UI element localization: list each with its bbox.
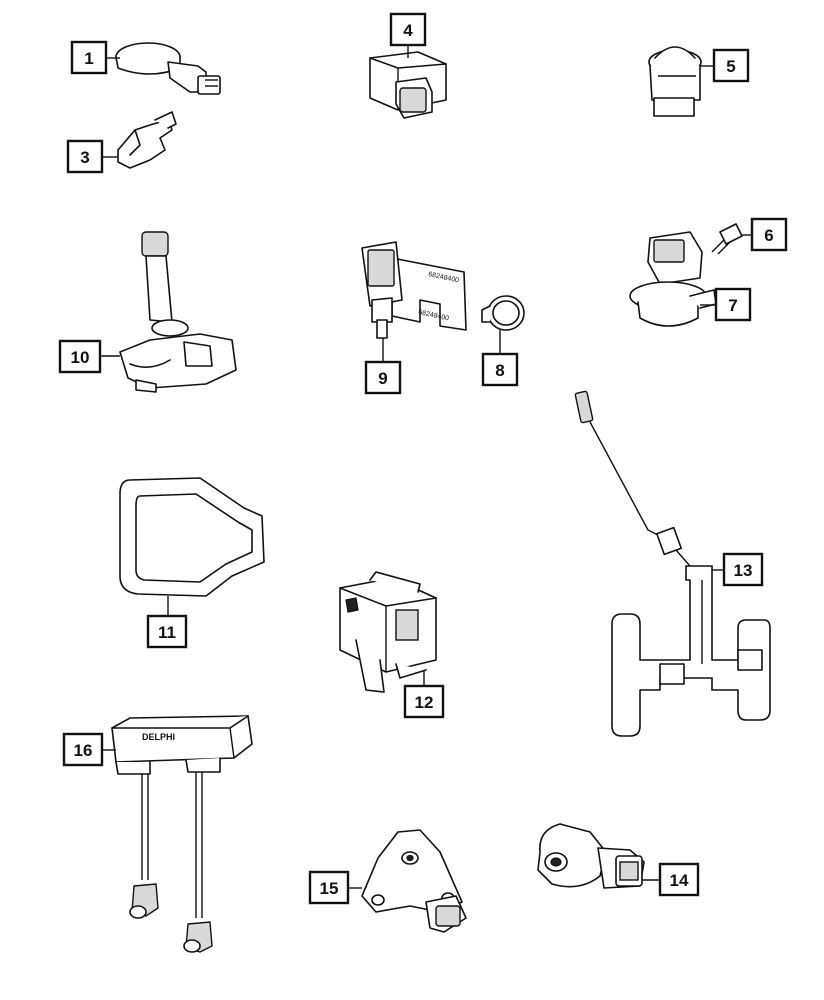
svg-text:16: 16 — [74, 741, 93, 760]
part-5-switch — [648, 46, 702, 117]
part-4-module — [369, 51, 447, 119]
callout-7: 7 — [714, 287, 752, 322]
svg-text:10: 10 — [71, 348, 90, 367]
part-11-gasket — [119, 477, 265, 597]
svg-text:14: 14 — [670, 871, 689, 890]
callout-8: 8 — [481, 352, 519, 387]
svg-text:5: 5 — [726, 57, 735, 76]
part-8-pushpin — [481, 295, 525, 331]
part-1-sensor — [115, 42, 221, 95]
part-7-sensor — [629, 231, 717, 327]
part-12-module — [339, 571, 437, 693]
callout-11: 11 — [146, 614, 188, 649]
svg-text:9: 9 — [378, 369, 387, 388]
callout-1: 1 — [70, 40, 108, 75]
svg-text:15: 15 — [320, 879, 339, 898]
part-3-bracket — [117, 111, 177, 169]
callout-6: 6 — [750, 217, 788, 252]
part-16-receiver-module: DELPHI — [111, 715, 253, 953]
callout-14: 14 — [658, 862, 700, 897]
part-10-valve-sensor — [119, 231, 237, 393]
callout-16: 16 — [62, 732, 104, 767]
part-15-impact-sensor — [361, 829, 467, 933]
svg-text:7: 7 — [728, 296, 737, 315]
svg-text:4: 4 — [403, 21, 413, 40]
callout-13: 13 — [722, 552, 764, 587]
svg-text:3: 3 — [80, 148, 89, 167]
svg-text:8: 8 — [495, 361, 504, 380]
callout-5: 5 — [712, 48, 750, 83]
svg-text:11: 11 — [158, 623, 176, 642]
svg-text:DELPHI: DELPHI — [142, 732, 175, 742]
callout-4: 4 — [389, 12, 427, 47]
part-6-screw — [711, 223, 743, 255]
svg-text:13: 13 — [734, 561, 753, 580]
callout-10: 10 — [58, 339, 102, 374]
callout-12: 12 — [403, 684, 445, 719]
callout-9: 9 — [364, 360, 402, 395]
part-9-sensor-plate: 68248400 68248400 — [361, 241, 467, 339]
callout-3: 3 — [66, 139, 104, 174]
part-14-impact-sensor — [537, 823, 645, 889]
svg-text:6: 6 — [764, 226, 773, 245]
svg-text:1: 1 — [84, 49, 93, 68]
part-13-seat-sensor — [574, 390, 771, 737]
callout-15: 15 — [308, 870, 350, 905]
svg-text:12: 12 — [415, 693, 434, 712]
